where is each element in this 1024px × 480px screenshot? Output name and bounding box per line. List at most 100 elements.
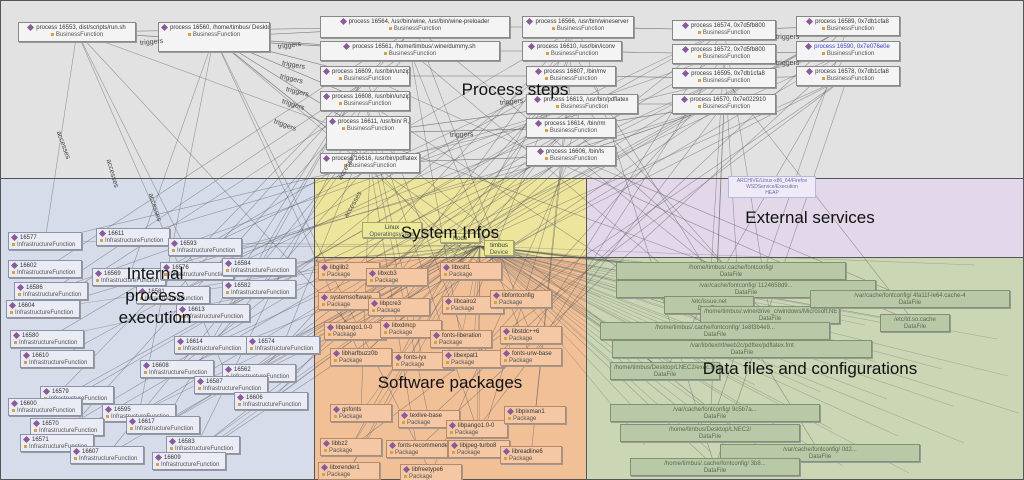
edge [520, 75, 849, 300]
process-node[interactable]: process 16561, /home/timbus/.wine/dummy.… [320, 41, 500, 61]
package-icon [432, 331, 441, 340]
process-node[interactable]: process 16564, /usr/bin/wine, /usr/bin/w… [320, 16, 510, 38]
process-node[interactable]: process 16611, /usr/bin/ R, /usr/lib/ R/… [326, 116, 410, 150]
process-type: BusinessFunction [676, 54, 772, 61]
data-file-node[interactable]: /home/timbus/.cache/fontconfig/ 3b8...Da… [630, 458, 800, 476]
process-icon [681, 45, 690, 54]
edge [270, 75, 572, 402]
process-node[interactable]: process 16560, /home/timbus/ Desktop/LNE… [158, 22, 270, 52]
process-title: process 16561, /home/timbus/.wine/dummy.… [352, 44, 476, 51]
package-title: libbz2 [332, 441, 348, 448]
data-file-node[interactable]: /home/timbus/.wine/drive_c/windows/Micro… [700, 306, 840, 324]
infra-id: 16584 [234, 261, 251, 268]
data-file-node[interactable]: /var/cache/fontconfig/ 9c5b7a...DataFile [610, 404, 820, 422]
package-type: Package [324, 448, 378, 455]
data-file-node[interactable]: /var/lib/texmf/web2c/pdftex/pdflatex.fmt… [612, 340, 872, 358]
data-file-node[interactable]: /home/timbus/Desktop/LNEC2/DataFile [620, 424, 800, 442]
package-title: libpango1.0-0 [336, 325, 373, 332]
data-file-node[interactable]: /home/timbus/.cache/fontconfig/ 1e8f3b4e… [600, 322, 830, 340]
data-file-node[interactable]: /home/timbus/.cache/fontconfig/DataFile [616, 262, 846, 280]
data-file-type: DataFile [703, 468, 727, 474]
system-node[interactable]: NodeNode [440, 233, 480, 243]
data-file-type: DataFile [734, 290, 758, 296]
process-icon [160, 23, 169, 32]
type-icon [343, 164, 347, 167]
data-file-node[interactable]: /var/cache/fontconfig/ 4fa11f-le64.cache… [810, 290, 1010, 308]
package-type: Package [446, 306, 500, 313]
type-icon [384, 331, 387, 334]
data-file-node[interactable]: /var/cache/fontconfig/ 0d2...DataFile [720, 444, 920, 462]
